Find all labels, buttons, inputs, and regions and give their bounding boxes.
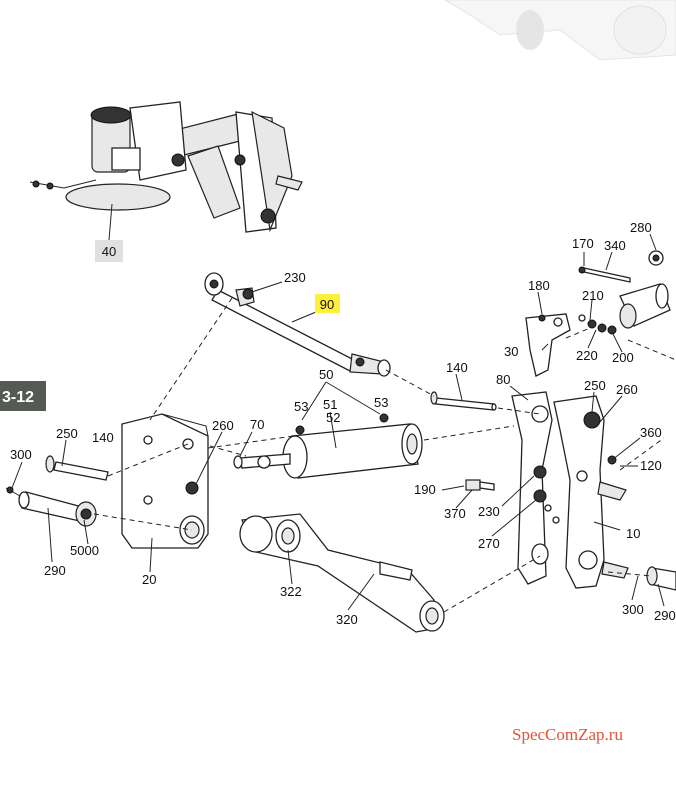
- section-label: 3-12: [2, 389, 34, 406]
- callout-360: 360: [640, 425, 662, 440]
- callout-280: 280: [630, 220, 652, 235]
- header-thumbnail: [444, 0, 676, 61]
- callout-53: 53: [294, 399, 308, 414]
- callout-80: 80: [496, 372, 510, 387]
- callouts: 230 90 140 50 53 51 52 53 260 70 250 140…: [10, 220, 676, 627]
- callout-300: 300: [10, 447, 32, 462]
- arm-320: [239, 513, 445, 633]
- callout-140: 140: [446, 360, 468, 375]
- link-rod-90: [204, 272, 391, 377]
- leader-lines: [11, 233, 665, 611]
- callout-270: 270: [478, 536, 500, 551]
- callout-340: 340: [604, 238, 626, 253]
- callout-52: 52: [326, 410, 340, 425]
- callout-140: 140: [92, 430, 114, 445]
- callout-290: 290: [44, 563, 66, 578]
- bracket-80: [511, 391, 553, 585]
- callout-20: 20: [142, 572, 156, 587]
- callout-40: 40: [102, 244, 116, 259]
- callout-90: 90: [320, 297, 334, 312]
- callout-50: 50: [319, 367, 333, 382]
- callout-322: 322: [280, 584, 302, 599]
- assembly-illustration-40: 40: [29, 101, 303, 262]
- cylinder-290-right: [646, 566, 676, 591]
- callout-230: 230: [284, 270, 306, 285]
- pin-140-left: [45, 455, 109, 481]
- callout-220: 220: [576, 348, 598, 363]
- plate-20: [121, 413, 209, 549]
- bracket-30: [525, 313, 571, 377]
- callout-70: 70: [250, 417, 264, 432]
- callout-260: 260: [212, 418, 234, 433]
- cylinder-52: [233, 413, 423, 479]
- callout-120: 120: [640, 458, 662, 473]
- callout-170: 170: [572, 236, 594, 251]
- section-plate: 3-12: [0, 381, 46, 411]
- bolt-190-370: [465, 479, 495, 491]
- callout-210: 210: [582, 288, 604, 303]
- callout-10: 10: [626, 526, 640, 541]
- pin-140-upper: [430, 391, 497, 411]
- callout-53: 53: [374, 395, 388, 410]
- callout-260: 260: [616, 382, 638, 397]
- callout-90-highlight: [315, 294, 340, 313]
- bracket-10: [533, 395, 629, 589]
- callout-370: 370: [444, 506, 466, 521]
- callout-5000: 5000: [70, 543, 99, 558]
- watermark: SpecComZap.ru: [512, 725, 623, 744]
- callout-300: 300: [622, 602, 644, 617]
- upper-right-parts: [578, 250, 671, 335]
- cylinder-290-left: [5, 486, 97, 527]
- callout-30: 30: [504, 344, 518, 359]
- callout-290: 290: [654, 608, 676, 623]
- callout-180: 180: [528, 278, 550, 293]
- callout-250: 250: [56, 426, 78, 441]
- callout-51: 51: [323, 397, 337, 412]
- callout-200: 200: [612, 350, 634, 365]
- callout-250: 250: [584, 378, 606, 393]
- callout-230: 230: [478, 504, 500, 519]
- callout-190: 190: [414, 482, 436, 497]
- assembly-lines: [93, 297, 676, 613]
- callout-320: 320: [336, 612, 358, 627]
